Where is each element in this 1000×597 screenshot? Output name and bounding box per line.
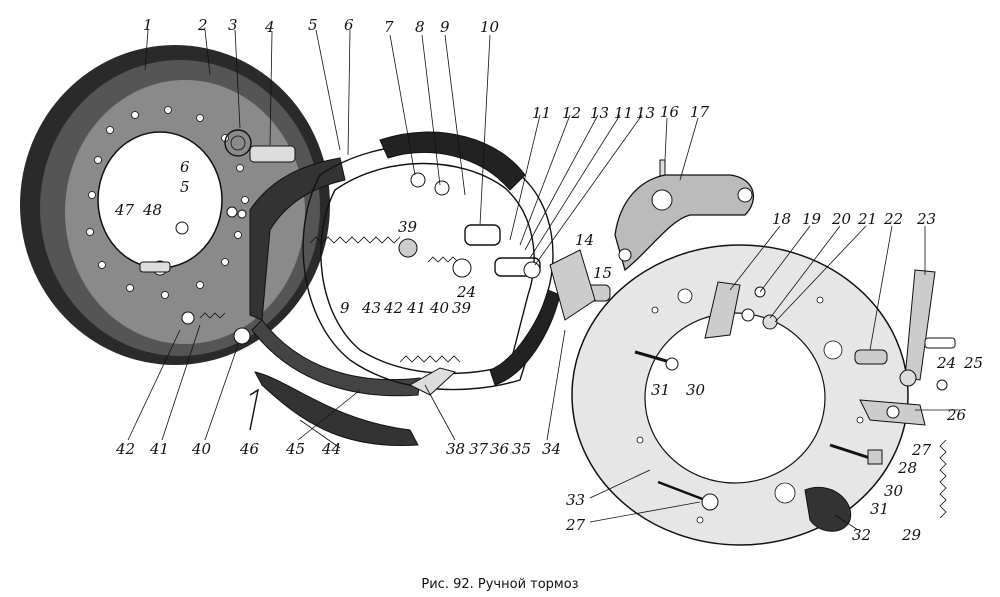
shoe-lining (249, 157, 421, 397)
label-31a: 31 (651, 381, 670, 399)
label-20: 20 (831, 210, 852, 228)
label-41a: 41 (406, 299, 426, 317)
small-parts (139, 159, 666, 431)
label-41b: 41 (149, 440, 169, 458)
label-28: 28 (897, 459, 917, 477)
label-34: 34 (542, 440, 561, 458)
label-27a: 27 (911, 441, 932, 459)
label-42a: 42 (383, 299, 403, 317)
label-18: 18 (772, 210, 791, 228)
label-9: 9 (440, 18, 450, 36)
label-11b: 11 (614, 104, 633, 122)
label-36: 36 (490, 440, 510, 458)
label-21: 21 (857, 210, 877, 228)
label-6b: 6 (180, 158, 190, 176)
label-2: 2 (197, 16, 208, 34)
label-39a: 39 (398, 218, 418, 236)
label-24b: 24 (936, 354, 956, 372)
lever-plate (614, 174, 754, 272)
callout-labels: 1 2 3 4 5 6 7 8 9 10 11 12 13 11 13 16 1… (114, 16, 983, 544)
label-44: 44 (321, 440, 341, 458)
label-43: 43 (361, 299, 381, 317)
label-33: 33 (566, 491, 585, 509)
label-30a: 30 (686, 381, 706, 399)
label-26: 26 (946, 406, 967, 424)
label-42b: 42 (115, 440, 135, 458)
label-11a: 11 (532, 104, 551, 122)
label-15: 15 (593, 264, 612, 282)
strut-bar (254, 371, 419, 447)
label-25: 25 (963, 354, 983, 372)
label-3: 3 (228, 16, 238, 34)
label-31b: 31 (870, 500, 889, 518)
label-24a: 24 (456, 283, 476, 301)
brake-shoes (302, 131, 561, 391)
bracket (549, 249, 596, 321)
label-45: 45 (285, 440, 305, 458)
label-29: 29 (901, 526, 922, 544)
label-38: 38 (446, 440, 465, 458)
label-39b: 39 (452, 299, 472, 317)
label-6: 6 (344, 16, 354, 34)
springs (199, 236, 947, 519)
label-13b: 13 (636, 104, 655, 122)
backing-plate (571, 244, 909, 546)
label-5: 5 (308, 16, 318, 34)
pin-assembly (224, 129, 296, 219)
label-9b: 9 (340, 299, 350, 317)
label-4: 4 (264, 18, 275, 36)
label-1: 1 (143, 16, 153, 34)
label-46: 46 (239, 440, 260, 458)
label-13a: 13 (590, 104, 609, 122)
label-12: 12 (562, 104, 581, 122)
bolts (634, 350, 883, 511)
label-27b: 27 (565, 516, 586, 534)
leader-lines (127, 29, 960, 531)
label-40b: 40 (191, 440, 212, 458)
label-16: 16 (660, 103, 680, 121)
label-35: 35 (512, 440, 531, 458)
lever-assembly (704, 269, 956, 426)
label-14: 14 (575, 231, 594, 249)
label-17: 17 (690, 103, 710, 121)
label-22: 22 (883, 210, 903, 228)
figure-caption: Рис. 92. Ручной тормоз (421, 577, 578, 592)
label-19: 19 (802, 210, 822, 228)
label-7: 7 (384, 18, 394, 36)
label-37: 37 (469, 440, 489, 458)
label-5b: 5 (180, 178, 190, 196)
label-10: 10 (480, 18, 500, 36)
label-47: 47 (114, 201, 135, 219)
label-30b: 30 (884, 482, 904, 500)
label-23: 23 (916, 210, 936, 228)
label-40a: 40 (429, 299, 450, 317)
label-8: 8 (415, 18, 425, 36)
label-48: 48 (142, 201, 162, 219)
label-32: 32 (852, 526, 871, 544)
